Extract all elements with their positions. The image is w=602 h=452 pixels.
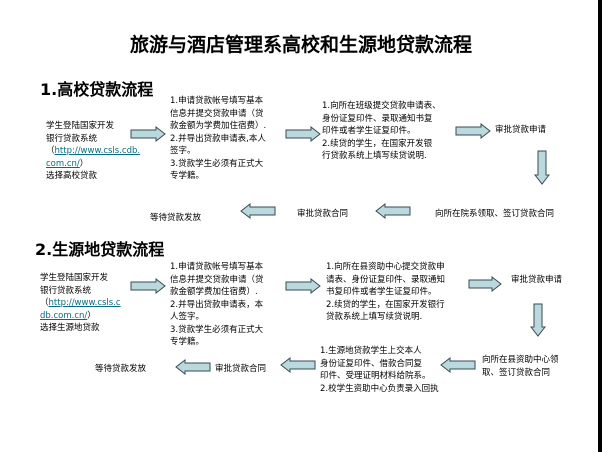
s2-approve-application: 审批贷款申请 — [511, 275, 563, 285]
s2-approve-contract: 审批贷款合同 — [215, 364, 267, 374]
left-arrow-icon — [175, 359, 211, 375]
s2-csls-link[interactable]: http://www.csls.c db.com.cn/ — [40, 298, 121, 321]
s1-apply-step: 1.申请贷款帐号填写基本 信息并提交贷款申请（贷 款金额为学费加住宿费）. 2.… — [170, 96, 267, 181]
s1-approve-application: 审批贷款申请 — [495, 125, 547, 135]
left-arrow-icon — [375, 203, 411, 219]
s1-start-step: 学生登陆国家开发 银行贷款系统 （http://www.csls.cdb. co… — [46, 120, 140, 183]
section1-heading: 1.高校贷款流程 — [40, 80, 154, 99]
s1-sign-contract: 向所在院系领取、签订贷款合同 — [435, 209, 555, 219]
left-arrow-icon — [280, 357, 316, 373]
s2-sign-contract: 向所在县资助中心领 取、签订贷款合同 — [482, 355, 559, 378]
down-arrow-icon — [534, 150, 550, 185]
down-arrow-icon — [530, 303, 546, 337]
s1-wait-disbursement: 等待贷款发放 — [150, 213, 202, 223]
s2-wait-disbursement: 等待贷款发放 — [95, 364, 147, 374]
section2-heading: 2.生源地贷款流程 — [35, 240, 165, 259]
s1-start-text: 学生登陆国家开发 银行贷款系统 （ — [46, 121, 115, 156]
s1-approve-contract: 审批贷款合同 — [297, 209, 349, 219]
right-arrow-icon — [468, 276, 502, 292]
s1-csls-link[interactable]: http://www.csls.cdb. com.cn/ — [46, 146, 141, 169]
right-arrow-icon — [285, 278, 321, 294]
right-arrow-icon — [130, 278, 166, 294]
right-arrow-icon — [455, 123, 491, 139]
s2-start-text-2: ） 选择生源地贷款 — [40, 310, 100, 334]
s2-submit-docs: 1.生源地贷款学生上交本人 身份证复印件、借款合同复 印件、受理证明材料给院系。… — [320, 346, 439, 394]
left-arrow-icon — [440, 357, 476, 373]
s2-apply-step: 1.申请贷款帐号填写基本 信息并提交贷款申请（贷 款金额学费加住宿费）. 2.并… — [170, 262, 264, 347]
s1-start-text-2: ） 选择高校贷款 — [46, 158, 98, 182]
s2-start-text: 学生登陆国家开发 银行贷款系统 （ — [40, 273, 109, 308]
right-arrow-icon — [285, 126, 321, 142]
page-title: 旅游与酒店管理系高校和生源地贷款流程 — [129, 34, 472, 56]
right-border — [598, 0, 602, 452]
left-arrow-icon — [240, 203, 276, 219]
s2-start-step: 学生登陆国家开发 银行贷款系统 （http://www.csls.c db.co… — [40, 272, 121, 335]
s1-submit-step: 1.向所在班级提交贷款申请表、 身份证复印件、录取通知书复 印件或者学生证复印件… — [322, 101, 441, 161]
s2-submit-step: 1.向所在县资助中心提交贷款申 请表、身份证复印件、录取通知 书复印件或者学生证… — [326, 262, 446, 322]
right-arrow-icon — [130, 126, 166, 142]
